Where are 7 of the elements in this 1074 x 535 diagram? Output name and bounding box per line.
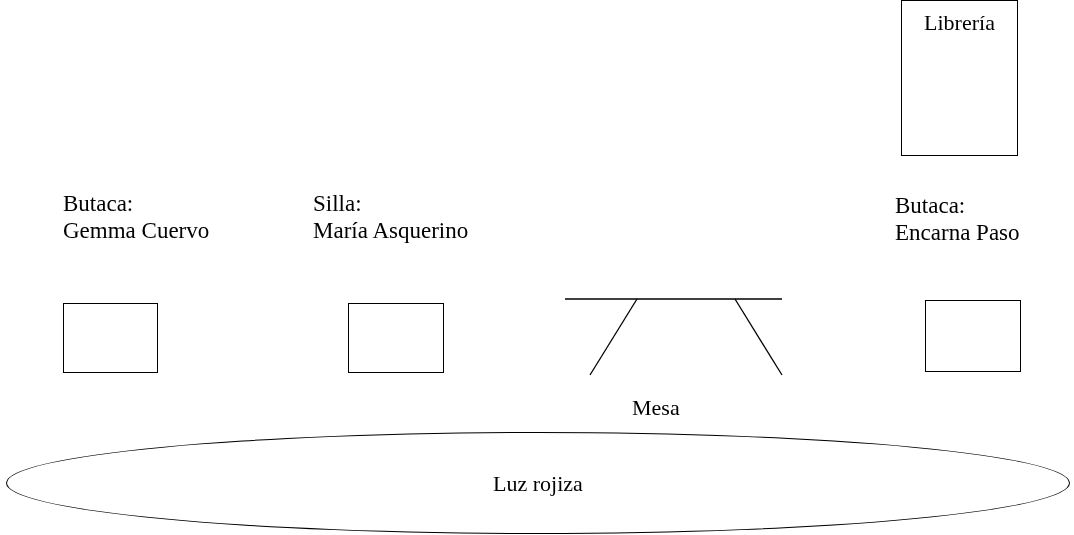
seat-label: Butaca: Encarna Paso [895,192,1020,246]
bookcase-box [901,0,1018,156]
table-label: Mesa [632,394,680,422]
bookcase-label: Librería [924,9,995,37]
light-label: Luz rojiza [493,469,583,498]
seat-label: Butaca: Gemma Cuervo [63,190,210,244]
seat-label: Silla: María Asquerino [313,190,469,244]
